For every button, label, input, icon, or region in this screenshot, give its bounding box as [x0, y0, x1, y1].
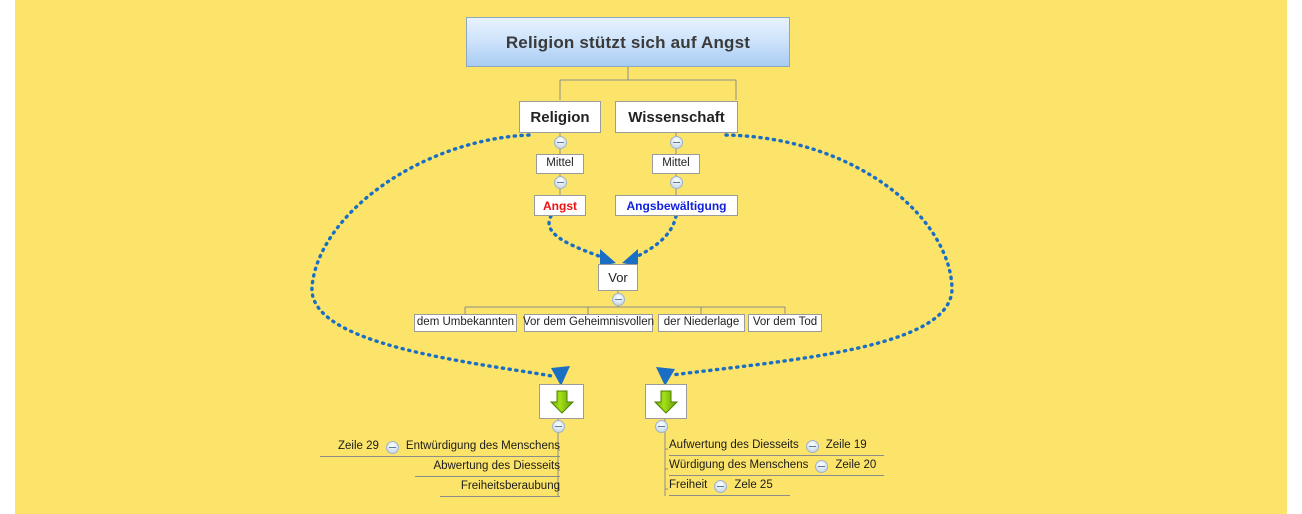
node-angst[interactable]: Angst	[534, 195, 586, 216]
outcome-left-row-3-label: Freiheitsberaubung	[460, 480, 560, 493]
outcome-right-row-1-zeile: Zeile 19	[825, 439, 867, 452]
outcome-left-row-1-label: Entwürdigung des Menschens	[405, 440, 560, 453]
outcome-left-row-1-zeile: Zeile 29	[338, 440, 379, 453]
node-vor-child-3[interactable]: der Niederlage	[658, 314, 745, 332]
node-vor-child-4[interactable]: Vor dem Tod	[748, 314, 822, 332]
outcome-right-row-3-label: Freiheit	[669, 479, 708, 492]
root-node-label: Religion stützt sich auf Angst	[505, 32, 751, 52]
node-vor-child-2[interactable]: Vor dem Geheimnisvollen	[522, 314, 655, 332]
node-mittel-religion-label: Mittel	[546, 157, 574, 170]
node-mittel-wissenschaft[interactable]: Mittel	[652, 154, 700, 174]
branch-node-religion[interactable]: Religion	[519, 101, 601, 133]
node-mittel-religion[interactable]: Mittel	[536, 154, 584, 174]
branch-node-wissenschaft[interactable]: Wissenschaft	[615, 101, 738, 133]
node-vor-child-1[interactable]: dem Umbekannten	[414, 314, 517, 332]
collapse-toggle-icon[interactable]	[612, 293, 625, 306]
node-vor-child-1-label: dem Umbekannten	[416, 316, 515, 329]
collapse-toggle-icon[interactable]	[670, 176, 683, 189]
collapse-toggle-icon[interactable]	[714, 479, 728, 493]
root-node[interactable]: Religion stützt sich auf Angst	[466, 17, 790, 67]
mindmap-canvas[interactable]	[15, 0, 1287, 514]
branch-node-wissenschaft-label: Wissenschaft	[628, 108, 725, 126]
collapse-toggle-icon[interactable]	[655, 420, 668, 433]
collapse-toggle-icon[interactable]	[815, 459, 829, 473]
green-down-arrow-icon	[653, 390, 679, 414]
node-vor-child-2-label: Vor dem Geheimnisvollen	[522, 316, 655, 329]
node-angsbewaeltigung[interactable]: Angsbewältigung	[615, 195, 738, 216]
collapse-toggle-icon[interactable]	[385, 440, 399, 454]
outcome-left-row-2[interactable]: Abwertung des Diesseits	[415, 460, 560, 477]
node-vor-child-3-label: der Niederlage	[663, 316, 740, 329]
collapse-toggle-icon[interactable]	[554, 136, 567, 149]
collapse-toggle-icon[interactable]	[552, 420, 565, 433]
outcome-right-row-3-zeile: Zele 25	[734, 479, 773, 492]
collapse-toggle-icon[interactable]	[554, 176, 567, 189]
node-vor[interactable]: Vor	[598, 264, 638, 291]
outcome-left-row-1[interactable]: Zeile 29 Entwürdigung des Menschens	[320, 440, 560, 457]
outcome-right-icon-node[interactable]	[645, 384, 687, 419]
node-mittel-wissenschaft-label: Mittel	[662, 157, 690, 170]
node-vor-child-4-label: Vor dem Tod	[752, 316, 818, 329]
node-vor-label: Vor	[608, 270, 628, 285]
branch-node-religion-label: Religion	[530, 108, 590, 126]
collapse-toggle-icon[interactable]	[670, 136, 683, 149]
outcome-left-row-3[interactable]: Freiheitsberaubung	[440, 480, 560, 497]
outcome-right-row-2[interactable]: Würdigung des Menschens Zeile 20	[669, 459, 884, 476]
node-angsbewaeltigung-label: Angsbewältigung	[626, 198, 727, 213]
outcome-left-icon-node[interactable]	[539, 384, 584, 419]
outcome-right-row-3[interactable]: Freiheit Zele 25	[669, 479, 790, 496]
collapse-toggle-icon[interactable]	[805, 439, 819, 453]
outcome-right-row-1-label: Aufwertung des Diesseits	[669, 439, 799, 452]
outcome-left-row-2-label: Abwertung des Diesseits	[433, 460, 560, 473]
outcome-right-row-2-zeile: Zeile 20	[835, 459, 877, 472]
outcome-right-row-1[interactable]: Aufwertung des Diesseits Zeile 19	[669, 439, 884, 456]
green-down-arrow-icon	[549, 390, 574, 414]
outcome-right-row-2-label: Würdigung des Menschens	[669, 459, 809, 472]
node-angst-label: Angst	[543, 198, 577, 213]
